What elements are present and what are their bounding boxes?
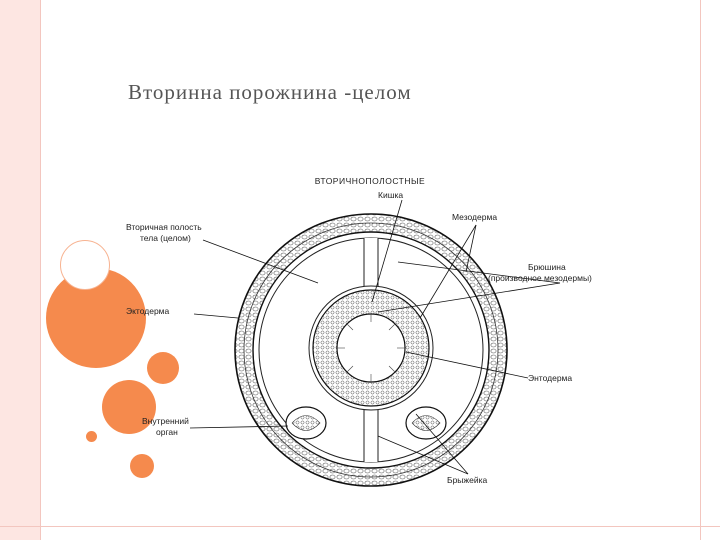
internal-organ-right	[405, 406, 447, 440]
internal-organ-left	[285, 406, 327, 440]
label-bryzheyka: Брыжейка	[447, 475, 488, 485]
label-bryushina-2: (производное мезодермы)	[488, 273, 592, 283]
label-entoderma: Энтодерма	[528, 373, 573, 383]
leader-lines	[189, 199, 561, 475]
frame-line-bottom	[0, 526, 720, 527]
gut	[308, 285, 434, 411]
frame-line-right	[700, 0, 701, 540]
decor-circle-small	[147, 352, 179, 384]
decor-circle-outline	[60, 240, 110, 290]
slide-title: Вторинна порожнина -целом	[128, 80, 412, 104]
label-organ-1: Внутренний	[142, 416, 189, 426]
label-mezoderma: Мезодерма	[452, 212, 498, 222]
decor-circle-small-2	[130, 454, 154, 478]
decor-circle-tiny	[86, 431, 97, 442]
label-bryushina-1: Брюшина	[528, 262, 566, 272]
frame-line-left	[40, 0, 41, 540]
label-vtorichnaya-polost-2: тела (целом)	[140, 233, 191, 243]
label-kishka: Кишка	[378, 190, 404, 200]
label-vtorichnaya-polost-1: Вторичная полость	[126, 222, 202, 232]
label-organ-2: орган	[156, 427, 178, 437]
label-ektoderma: Эктодерма	[126, 306, 170, 316]
diagram-heading: ВТОРИЧНОПОЛОСТНЫЕ	[314, 176, 426, 186]
decor-circle-medium	[102, 380, 156, 434]
slide-left-band	[0, 0, 40, 540]
